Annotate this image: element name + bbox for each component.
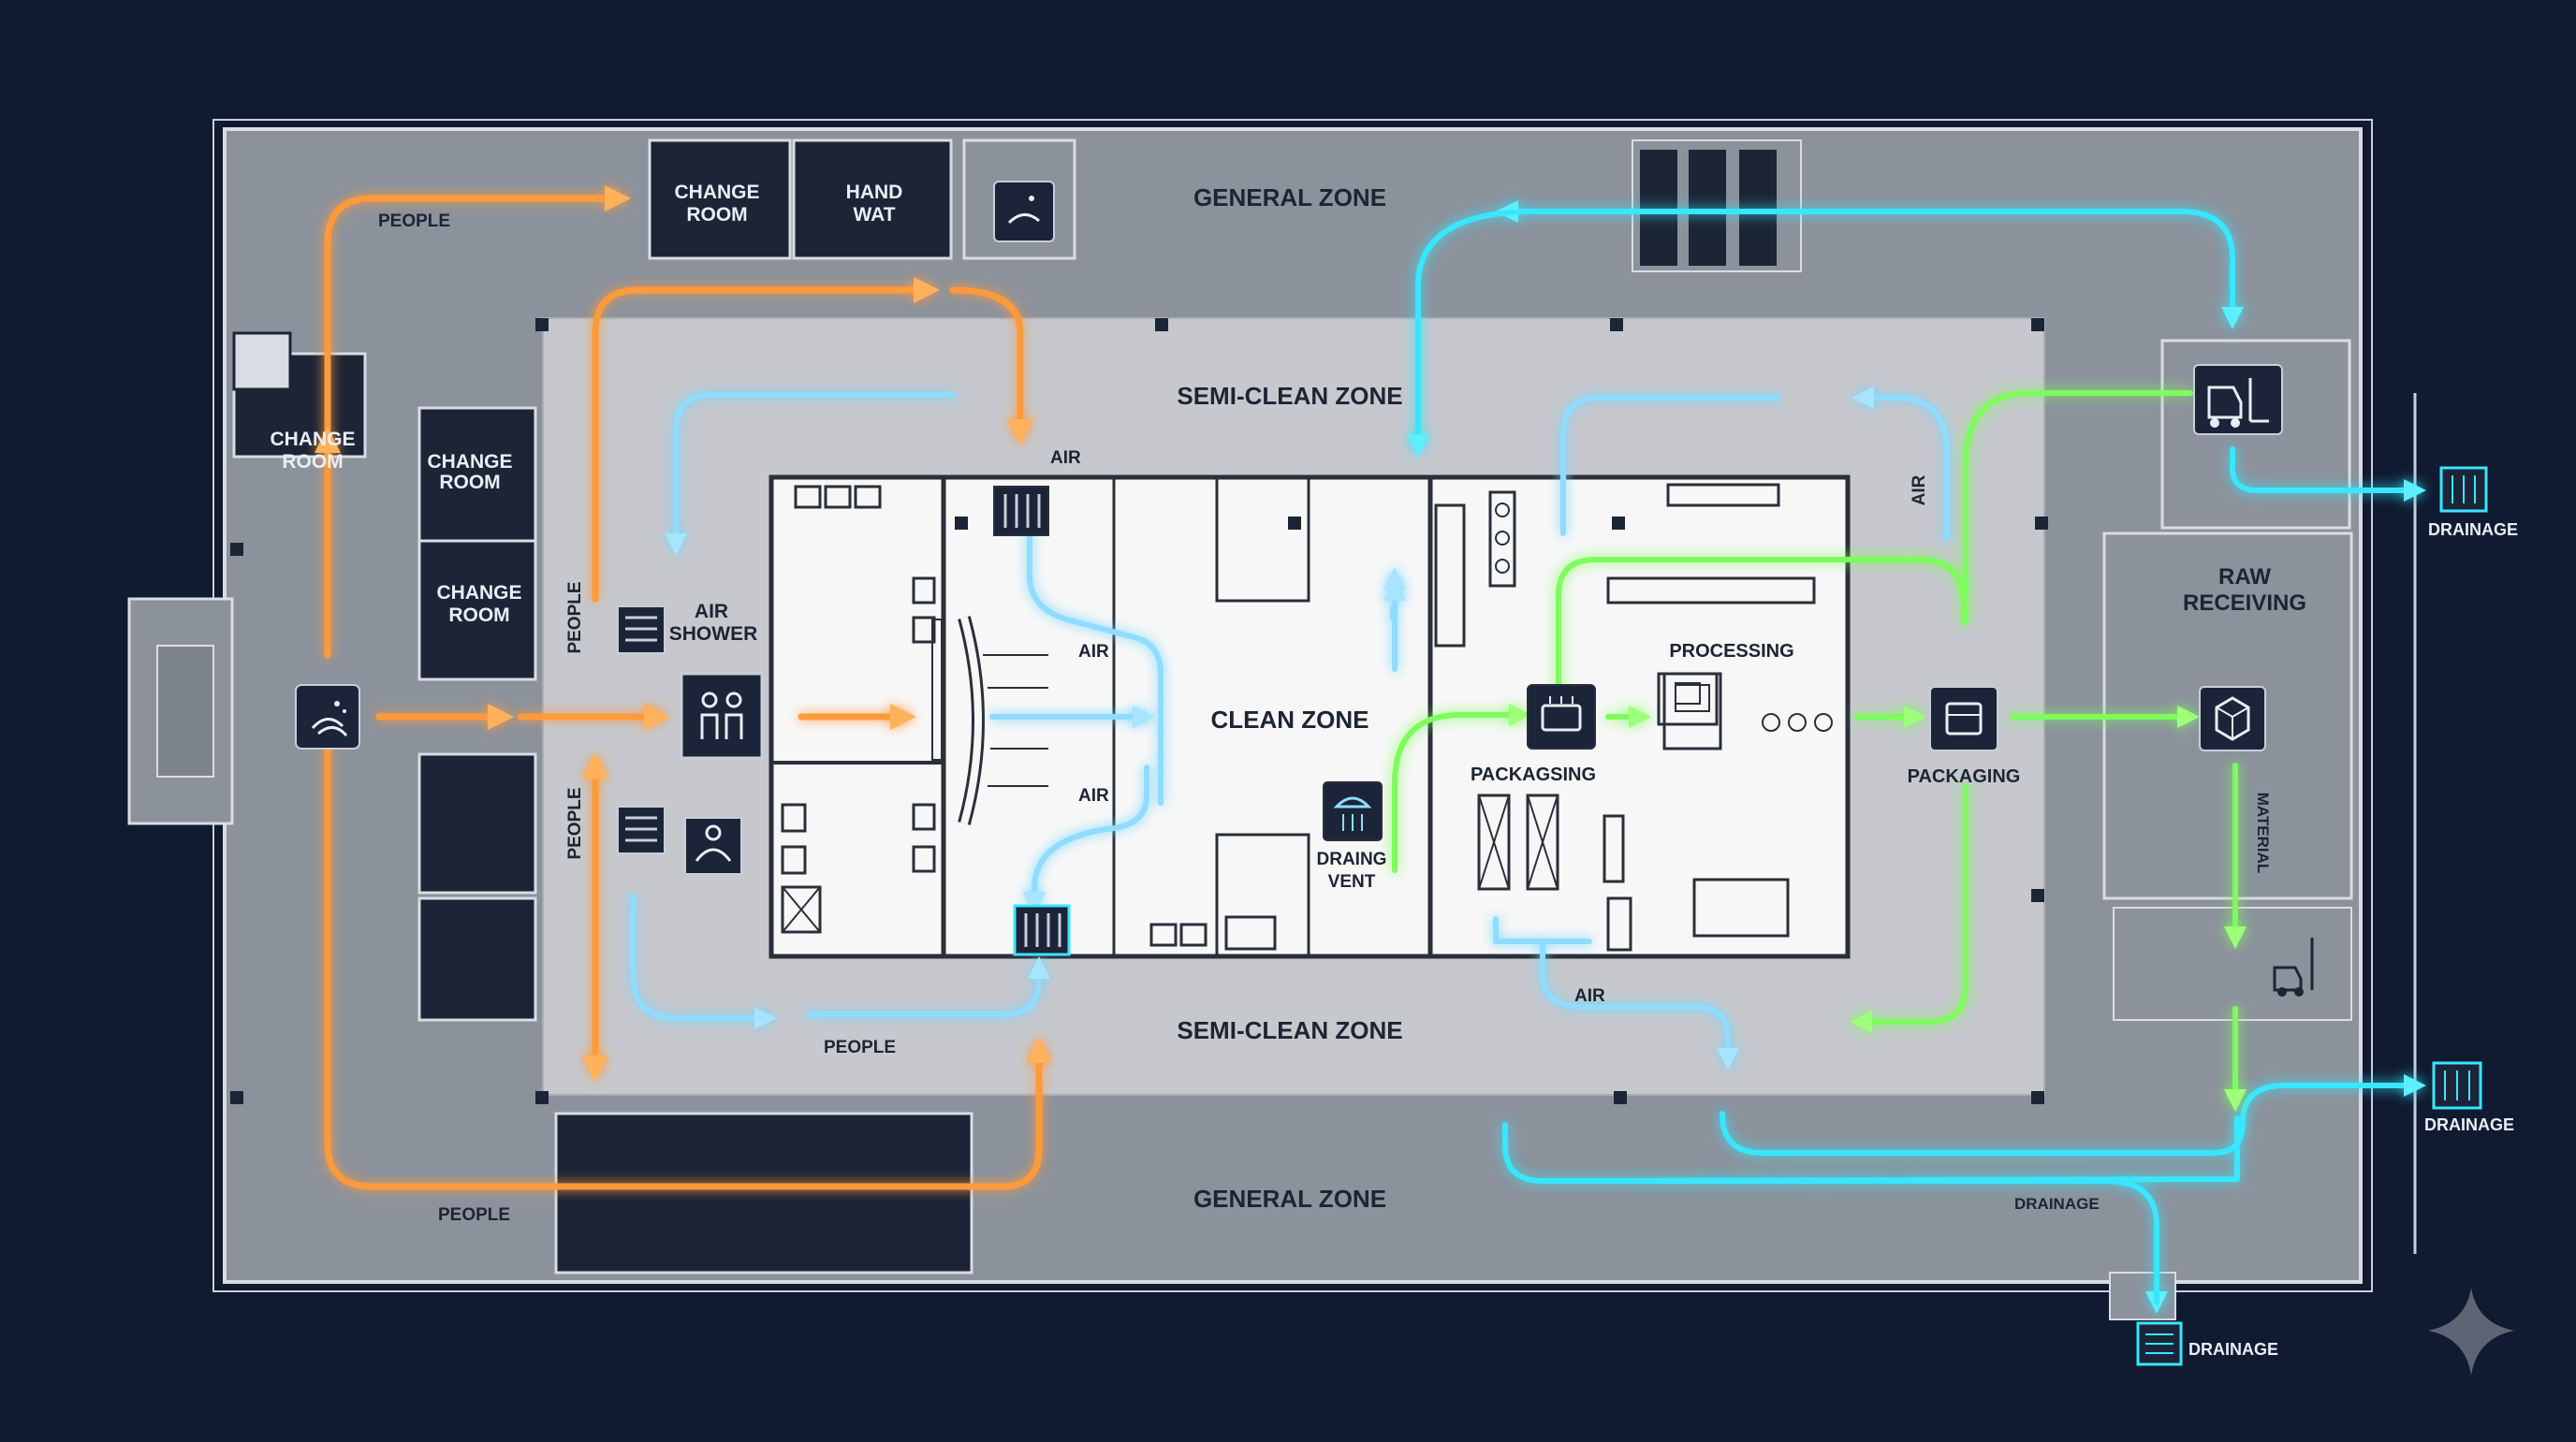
- label-drainage-bottom: DRAINAGE: [2014, 1195, 2100, 1213]
- vent-grille-icon: [617, 605, 666, 854]
- change-room-top-line2: ROOM: [686, 204, 747, 226]
- drainage-flow-right-top: [2230, 446, 2426, 502]
- air-shower-icon: [680, 672, 764, 760]
- station-labels: PACKAGSING PROCESSING PACKAGING: [1471, 641, 2020, 787]
- zone-semi-clean-bottom: SEMI-CLEAN ZONE: [1177, 1016, 1402, 1044]
- draing-vent-line1: DRAING: [1317, 850, 1387, 869]
- zone-general-top: GENERAL ZONE: [1193, 183, 1386, 211]
- material-flow-to-packagsing: [1392, 704, 1531, 873]
- label-air-top: AIR: [1050, 448, 1081, 468]
- people-flow-to-air: [949, 286, 1033, 445]
- air-flow-down: [1023, 765, 1149, 914]
- air-shower-line1: AIR: [695, 601, 728, 622]
- building-floor: [127, 119, 2417, 1320]
- change-room-mid-line2: ROOM: [439, 472, 500, 493]
- raw-receiving-line2: RECEIVING: [2183, 590, 2306, 616]
- sparkle-icon: [2428, 1288, 2514, 1376]
- change-room-lower-line1: CHANGE: [436, 582, 521, 604]
- people-flow-left-upper: [592, 277, 940, 603]
- label-people-left-lower: PEOPLE: [565, 787, 585, 859]
- material-flow-forklift-in: [1963, 390, 2193, 625]
- change-room-lower-line2: ROOM: [448, 604, 509, 626]
- label-packaging-right: PACKAGING: [1908, 766, 2021, 787]
- label-air-packaging: AIR: [1574, 986, 1605, 1006]
- label-people-left-upper: PEOPLE: [565, 581, 585, 653]
- label-people-semi: PEOPLE: [824, 1038, 896, 1057]
- zone-general-bottom: GENERAL ZONE: [1193, 1185, 1386, 1213]
- label-air-clean-lower: AIR: [1078, 786, 1109, 806]
- change-room-mid-line1: CHANGE: [427, 451, 512, 473]
- hand-wash-line1: HAND: [846, 182, 903, 203]
- change-room-left-line2: ROOM: [282, 451, 343, 473]
- label-drainage-1: DRAINAGE: [2428, 520, 2518, 539]
- zone-clean: CLEAN ZONE: [1211, 706, 1369, 734]
- air-flows: [630, 386, 1950, 1071]
- label-air-clean-upper: AIR: [1078, 642, 1109, 662]
- label-drainage-2: DRAINAGE: [2424, 1115, 2514, 1134]
- change-room-top-line1: CHANGE: [674, 182, 759, 203]
- drainage-flow-top-down: [1407, 209, 1538, 457]
- air-flow-top-left: [665, 392, 956, 556]
- forklift-small-icon: [2273, 938, 2314, 997]
- material-flow-processing-loop: [1556, 557, 1967, 695]
- forklift-icon: [2193, 364, 2283, 435]
- air-shower-line2: SHOWER: [669, 623, 758, 645]
- flow-labels: PEOPLE PEOPLE PEOPLE PEOPLE PEOPLE AIR A…: [378, 211, 2272, 1225]
- worker-icon: [684, 817, 742, 875]
- people-flow-bottom: [324, 726, 1052, 1190]
- air-flow-right-loop: [1852, 386, 1950, 541]
- label-material: MATERIAL: [2254, 793, 2272, 874]
- drainage-grate-icon: [2136, 466, 2488, 1366]
- air-flow-top-right: [1560, 395, 1781, 536]
- air-flow-semi-up: [806, 956, 1050, 1017]
- label-people-bottom: PEOPLE: [438, 1205, 510, 1225]
- material-flows: [1392, 390, 2247, 1112]
- label-packagsing: PACKAGSING: [1471, 765, 1596, 785]
- change-room-left-line1: CHANGE: [270, 429, 355, 450]
- label-processing: PROCESSING: [1669, 641, 1793, 662]
- drainage-flows: [1407, 200, 2426, 1314]
- shower-vent-icon: [1323, 781, 1383, 841]
- package-icon: [1929, 686, 1998, 751]
- cooker-icon: [1527, 684, 1596, 750]
- people-flow-top: [324, 185, 631, 621]
- raw-box-icon: [2199, 686, 2266, 751]
- people-flows: [315, 185, 1052, 1190]
- zone-semi-clean-top: SEMI-CLEAN ZONE: [1177, 382, 1402, 410]
- filter-grille-icon: [993, 486, 1071, 956]
- drainage-labels: DRAINAGE DRAINAGE DRAINAGE: [2188, 520, 2518, 1359]
- processing-machine-icon: [1657, 672, 1833, 732]
- air-flow-people-semi: [630, 894, 777, 1029]
- material-flow-return: [1850, 783, 1969, 1033]
- hand-wash-top-icon: [993, 181, 1055, 242]
- air-flow-clean: [1027, 521, 1164, 806]
- drainage-flow-forklift: [2000, 209, 2244, 329]
- raw-receiving-line1: RAW: [2218, 564, 2271, 590]
- label-air-right: AIR: [1910, 474, 1929, 505]
- room-labels: CHANGE ROOM HAND WAT CHANGE ROOM CHANGE …: [270, 182, 2306, 892]
- label-people-top: PEOPLE: [378, 211, 450, 231]
- hand-wash-line2: WAT: [853, 204, 895, 226]
- label-drainage-3: DRAINAGE: [2188, 1340, 2278, 1359]
- air-flow-packaging: [1493, 916, 1739, 1071]
- zone-labels: GENERAL ZONE SEMI-CLEAN ZONE CLEAN ZONE …: [1177, 183, 1402, 1213]
- draing-vent-line2: VENT: [1328, 872, 1376, 892]
- hand-wash-icon: [295, 684, 360, 750]
